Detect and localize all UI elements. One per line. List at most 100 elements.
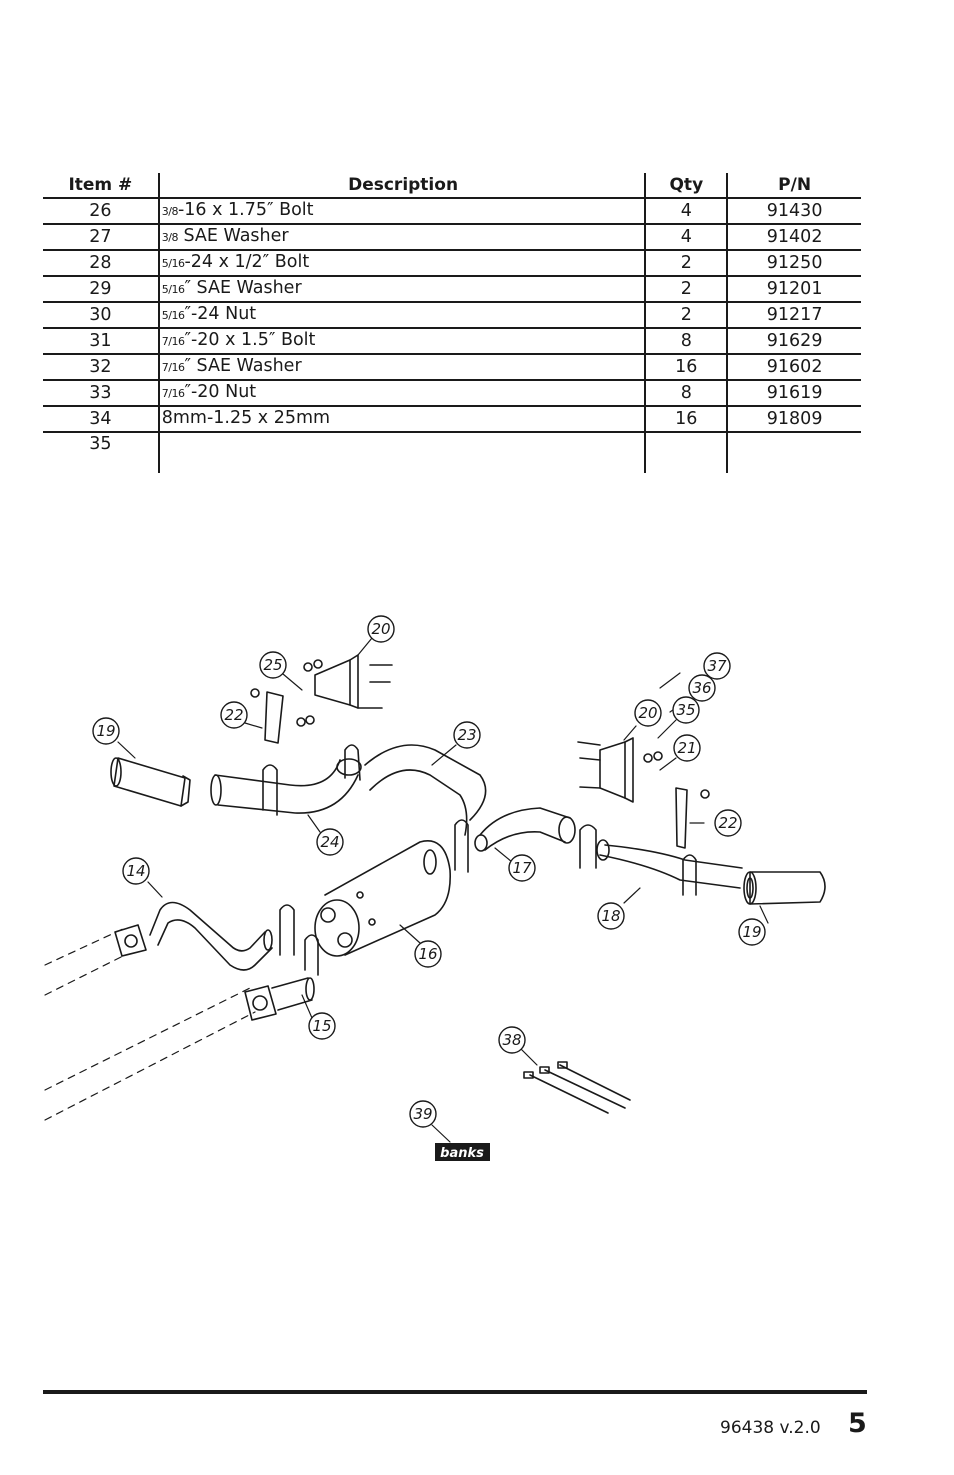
item-cell: 26 <box>43 198 159 225</box>
callout-label: 37 <box>707 657 727 675</box>
description-text: SAE Washer <box>177 226 289 246</box>
qty-cell: 16 <box>644 354 728 381</box>
description-text: ″-24 Nut <box>184 304 257 324</box>
callout-label: 19 <box>742 923 761 941</box>
callout-label: 22 <box>224 706 243 724</box>
callout-label: 22 <box>718 814 737 832</box>
description-text: ″-20 x 1.5″ Bolt <box>184 330 316 350</box>
description-cell: 7/16″-20 Nut <box>157 380 646 407</box>
description-text: -24 x 1/2″ Bolt <box>184 252 310 272</box>
item-cell: 34 <box>43 406 159 433</box>
pn-cell: 91602 <box>726 354 861 381</box>
description-cell: 5/16″ SAE Washer <box>157 276 646 303</box>
callout-label: 39 <box>413 1105 432 1123</box>
pn-cell: 91201 <box>726 276 861 303</box>
pn-cell: 91402 <box>726 224 861 251</box>
table-row: 34 8mm-1.25 x 25mm 16 91809 <box>43 406 861 433</box>
table-row: 30 5/16″-24 Nut 2 91217 <box>43 302 861 329</box>
callout-37: 37 <box>703 652 731 680</box>
callout-label: 14 <box>126 862 145 880</box>
footer-rule <box>43 1390 867 1394</box>
pipe-17 <box>474 807 576 852</box>
exhaust-tip-right <box>743 871 826 905</box>
callout-label: 24 <box>320 833 339 851</box>
description-cell: 7/16″ SAE Washer <box>157 354 646 381</box>
qty-cell <box>644 432 728 473</box>
pipe-24 <box>210 758 362 814</box>
callout-35: 35 <box>672 696 700 724</box>
item-cell: 30 <box>43 302 159 329</box>
callout-19: 19 <box>92 717 120 745</box>
callout-label: 21 <box>677 739 696 757</box>
callout-24: 24 <box>316 828 344 856</box>
muffler-16 <box>314 840 452 957</box>
page-number: 5 <box>848 1408 867 1439</box>
hardware <box>250 659 710 799</box>
table-row: 32 7/16″ SAE Washer 16 91602 <box>43 354 861 381</box>
callout-15: 15 <box>308 1012 336 1040</box>
description-cell <box>157 432 646 473</box>
fraction: 7/16 <box>161 387 185 400</box>
pn-cell <box>726 432 861 473</box>
item-cell: 32 <box>43 354 159 381</box>
item-cell: 27 <box>43 224 159 251</box>
description-text: -16 x 1.75″ Bolt <box>177 200 314 220</box>
description-cell: 5/16″-24 Nut <box>157 302 646 329</box>
description-text: ″ SAE Washer <box>184 356 302 376</box>
callout-label: 38 <box>502 1031 521 1049</box>
qty-cell: 8 <box>644 380 728 407</box>
callout-20: 20 <box>367 615 395 643</box>
description-text: 8mm-1.25 x 25mm <box>161 408 331 428</box>
pn-cell: 91629 <box>726 328 861 355</box>
table-row: 28 5/16-24 x 1/2″ Bolt 2 91250 <box>43 250 861 277</box>
hanger-bracket-left <box>264 654 359 744</box>
callout-36: 36 <box>688 674 716 702</box>
item-cell: 28 <box>43 250 159 277</box>
callout-label: 25 <box>263 656 282 674</box>
qty-cell: 4 <box>644 198 728 225</box>
callout-39: 39 <box>409 1100 437 1128</box>
banks-logo-text: banks <box>440 1146 484 1161</box>
callout-label: 35 <box>676 701 695 719</box>
pipe-14 <box>114 901 273 971</box>
callout-17: 17 <box>508 854 536 882</box>
fraction: 3/8 <box>161 205 179 218</box>
hanger-bracket-right <box>599 737 688 849</box>
description-cell: 8mm-1.25 x 25mm <box>157 406 646 433</box>
fraction: 7/16 <box>161 361 185 374</box>
description-cell: 3/8-16 x 1.75″ Bolt <box>157 198 646 225</box>
header-description: Description <box>157 173 646 199</box>
description-text: ″ SAE Washer <box>184 278 302 298</box>
qty-cell: 2 <box>644 250 728 277</box>
qty-cell: 2 <box>644 302 728 329</box>
header-pn: P/N <box>726 173 861 199</box>
table-row: 31 7/16″-20 x 1.5″ Bolt 8 91629 <box>43 328 861 355</box>
callout-label: 15 <box>312 1017 331 1035</box>
table-row: 33 7/16″-20 Nut 8 91619 <box>43 380 861 407</box>
callout-23: 23 <box>453 721 481 749</box>
callout-label: 20 <box>371 620 390 638</box>
fraction: 5/16 <box>161 283 185 296</box>
fraction: 3/8 <box>161 231 179 244</box>
qty-cell: 2 <box>644 276 728 303</box>
callout-16: 16 <box>414 940 442 968</box>
description-text: ″-20 Nut <box>184 382 257 402</box>
callout-22: 22 <box>714 809 742 837</box>
pipe-18 <box>596 839 743 889</box>
pn-cell: 91619 <box>726 380 861 407</box>
table-row: 27 3/8 SAE Washer 4 91402 <box>43 224 861 251</box>
description-cell: 3/8 SAE Washer <box>157 224 646 251</box>
pn-cell: 91250 <box>726 250 861 277</box>
qty-cell: 8 <box>644 328 728 355</box>
fraction: 7/16 <box>161 335 185 348</box>
qty-cell: 16 <box>644 406 728 433</box>
header-qty: Qty <box>644 173 728 199</box>
header-item: Item # <box>43 173 159 199</box>
callout-19: 19 <box>738 918 766 946</box>
fraction: 5/16 <box>161 309 185 322</box>
pipe-15 <box>244 977 315 1021</box>
callout-22: 22 <box>220 701 248 729</box>
pn-cell: 91430 <box>726 198 861 225</box>
item-cell: 31 <box>43 328 159 355</box>
callout-20: 20 <box>634 699 662 727</box>
